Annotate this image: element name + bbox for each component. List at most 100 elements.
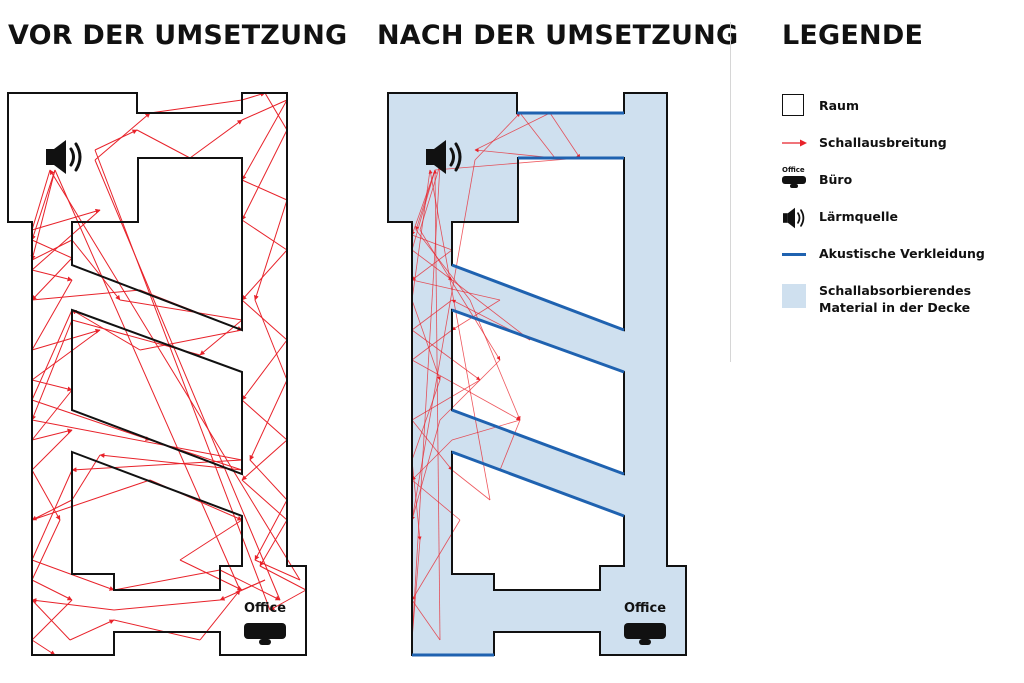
sound-path-segment — [94, 149, 271, 611]
sound-path-segment — [451, 279, 531, 341]
sound-path-segment — [179, 559, 243, 591]
sound-path-segment — [411, 234, 453, 251]
sound-path-segment — [434, 157, 581, 171]
sound-path-segment — [69, 619, 115, 641]
sound-path-segment — [136, 129, 191, 159]
office-after: Office — [624, 601, 666, 645]
sound-path-segment — [31, 599, 73, 641]
sound-path-segment — [31, 379, 73, 392]
sound-path-segment — [30, 169, 56, 261]
sound-path-segment — [31, 479, 151, 521]
sound-path-segment — [31, 208, 101, 231]
sound-path-segment — [31, 389, 73, 441]
room-outline-icon — [782, 94, 804, 116]
legend-item-office: Office Büro — [782, 166, 1024, 192]
sound-path-segment — [411, 159, 476, 521]
sound-path-segment — [31, 169, 56, 241]
sound-path-segment — [419, 164, 441, 231]
legend-label-room: Raum — [819, 98, 859, 113]
sound-path-segment — [254, 299, 288, 381]
sound-path-segment — [411, 169, 431, 301]
sound-path-segment — [31, 239, 73, 259]
heading-legend: LEGENDE — [782, 20, 924, 51]
office-device-icon — [782, 176, 806, 188]
sound-path-segment — [241, 219, 288, 251]
sound-path-segment — [31, 599, 71, 641]
floorplan-after: Office — [387, 92, 687, 657]
sound-path-segment — [31, 209, 101, 271]
sound-path-segment — [31, 469, 61, 521]
sound-path-segment — [241, 299, 288, 341]
sound-path-segment — [94, 129, 138, 151]
sound-path-segment — [411, 599, 441, 641]
sound-path-segment — [411, 419, 453, 471]
legend-item-room: Raum — [782, 94, 1024, 118]
sound-path-segment — [411, 164, 442, 641]
sound-paths-before — [30, 91, 307, 656]
sound-path-segment — [249, 459, 288, 501]
sound-path-segment — [264, 92, 288, 131]
absorbing-ceiling-fill — [388, 93, 686, 655]
legend-item-sound: Schallausbreitung — [782, 133, 1024, 157]
sound-path-segment — [71, 309, 141, 351]
legend-label-sound: Schallausbreitung — [819, 135, 947, 150]
office-icon-label: Office — [782, 166, 805, 174]
sound-path-segment — [411, 249, 453, 281]
sound-path-segment — [241, 249, 288, 301]
sound-path-segment — [411, 379, 441, 461]
sound-paths-after — [411, 112, 581, 641]
sound-path-segment — [419, 229, 501, 361]
sound-path-segment — [415, 229, 471, 301]
sound-path-segment — [411, 299, 441, 381]
heading-before: VOR DER UMSETZUNG — [8, 20, 348, 51]
sound-path-segment — [99, 452, 243, 471]
sound-path-segment — [411, 279, 501, 301]
sound-path-segment — [254, 499, 288, 561]
noise-source-before — [44, 138, 82, 176]
sound-path-segment — [259, 565, 307, 591]
sound-path-segment — [241, 91, 266, 101]
sound-path-segment — [411, 439, 453, 481]
sound-path-segment — [113, 599, 221, 611]
sound-path-segment — [241, 439, 288, 481]
legend-label-noise: Lärmquelle — [819, 209, 898, 224]
sound-path-segment — [179, 519, 243, 561]
legend-label-ceiling: Schallabsorbierendes Material in der Dec… — [819, 283, 972, 315]
sound-path-segment — [254, 559, 301, 581]
sound-path-segment — [31, 329, 101, 381]
sound-path-segment — [113, 569, 221, 591]
legend-item-ceiling: Schallabsorbierendes Material in der Dec… — [782, 283, 1024, 316]
sound-path-segment — [71, 239, 121, 301]
sound-path-segment — [241, 99, 288, 181]
sound-path-segment — [451, 469, 491, 501]
sound-path-segment — [54, 169, 241, 591]
legend-item-cladding: Akustische Verkleidung — [782, 242, 1024, 266]
floorplan-before: Office — [7, 91, 307, 656]
sound-path-segment — [31, 639, 56, 656]
sound-path-segment — [411, 299, 453, 331]
sound-path-segment — [31, 257, 73, 301]
sound-path-segment — [31, 269, 73, 282]
sound-path-segment — [71, 454, 101, 501]
sound-path-segment — [249, 379, 288, 461]
sound-path-segment — [31, 399, 151, 441]
sound-path-segment — [31, 519, 61, 581]
sound-path-segment — [31, 579, 73, 601]
legend-label-cladding: Akustische Verkleidung — [819, 246, 985, 261]
legend-item-noise: Lärmquelle — [782, 206, 1024, 230]
sound-path-segment — [241, 179, 288, 201]
sound-path-segment — [241, 339, 288, 401]
sound-path-segment — [411, 359, 521, 421]
legend-divider — [730, 22, 731, 362]
sound-path-segment — [499, 419, 521, 471]
sound-path-segment — [31, 169, 51, 231]
sound-path-segment — [94, 159, 281, 601]
sound-path-segment — [269, 589, 307, 611]
sound-path-segment — [31, 279, 73, 351]
sound-path-segment — [31, 499, 73, 521]
sound-path-segment — [219, 579, 266, 601]
sound-path-segment — [259, 519, 288, 567]
sound-path-segment — [411, 419, 441, 521]
office-before: Office — [244, 601, 286, 645]
sound-path-segment — [428, 169, 491, 501]
